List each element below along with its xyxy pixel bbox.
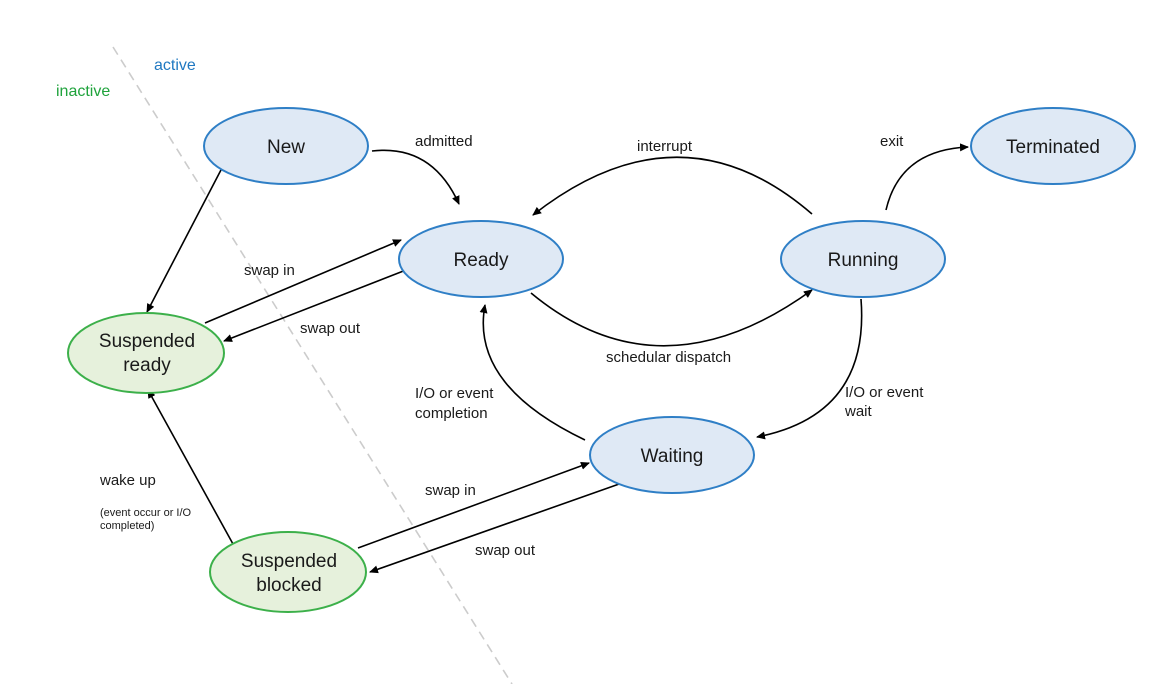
edge-admitted	[371, 149, 460, 205]
label-exit: exit	[880, 133, 904, 150]
edge-new-to-suspended-ready	[146, 167, 223, 313]
label-io-wait-1: I/O or event	[845, 384, 924, 401]
active-inactive-divider	[112, 46, 513, 684]
state-running-label: Running	[828, 250, 899, 271]
edge-swap-out-waiting	[369, 482, 623, 574]
state-running: Running	[780, 220, 946, 298]
active-region-label: active	[154, 57, 196, 74]
inactive-region-label: inactive	[56, 83, 110, 100]
label-scheduler-dispatch: schedular dispatch	[606, 349, 731, 366]
edge-scheduler-dispatch	[530, 289, 813, 347]
edge-swap-in-ready	[204, 239, 402, 324]
edge-swap-in-waiting	[357, 462, 590, 549]
state-new: New	[203, 107, 369, 185]
edge-io-completion	[479, 304, 586, 441]
state-suspended-ready-label-1: Suspended	[99, 331, 195, 352]
state-new-label: New	[267, 137, 305, 158]
label-swap-out-waiting: swap out	[475, 542, 536, 559]
state-terminated: Terminated	[970, 107, 1136, 185]
label-io-completion-2: completion	[415, 405, 488, 422]
edge-swap-out-ready	[223, 269, 407, 342]
state-waiting: Waiting	[589, 416, 755, 494]
state-suspended-ready-label-2: ready	[123, 355, 171, 376]
label-wake-up-note-2: completed)	[100, 520, 154, 532]
label-admitted: admitted	[415, 133, 473, 150]
edge-exit	[885, 143, 969, 211]
label-io-completion-1: I/O or event	[415, 385, 494, 402]
state-ready-label: Ready	[454, 250, 509, 271]
state-suspended-blocked: Suspended blocked	[209, 531, 367, 613]
label-swap-in-ready: swap in	[244, 262, 295, 279]
label-wake-up-note-1: (event occur or I/O	[100, 507, 192, 519]
state-suspended-blocked-label-2: blocked	[256, 575, 322, 596]
state-terminated-label: Terminated	[1006, 137, 1100, 158]
edge-interrupt	[532, 156, 813, 216]
state-suspended-blocked-label-1: Suspended	[241, 551, 337, 572]
label-swap-out-ready: swap out	[300, 320, 361, 337]
label-io-wait-2: wait	[844, 403, 873, 420]
edge-wake-up	[147, 389, 234, 545]
label-interrupt: interrupt	[637, 138, 693, 155]
state-ready: Ready	[398, 220, 564, 298]
edge-io-wait	[756, 298, 863, 440]
label-swap-in-waiting: swap in	[425, 482, 476, 499]
state-waiting-label: Waiting	[641, 446, 704, 467]
state-suspended-ready: Suspended ready	[67, 312, 225, 394]
label-wake-up: wake up	[99, 472, 156, 489]
